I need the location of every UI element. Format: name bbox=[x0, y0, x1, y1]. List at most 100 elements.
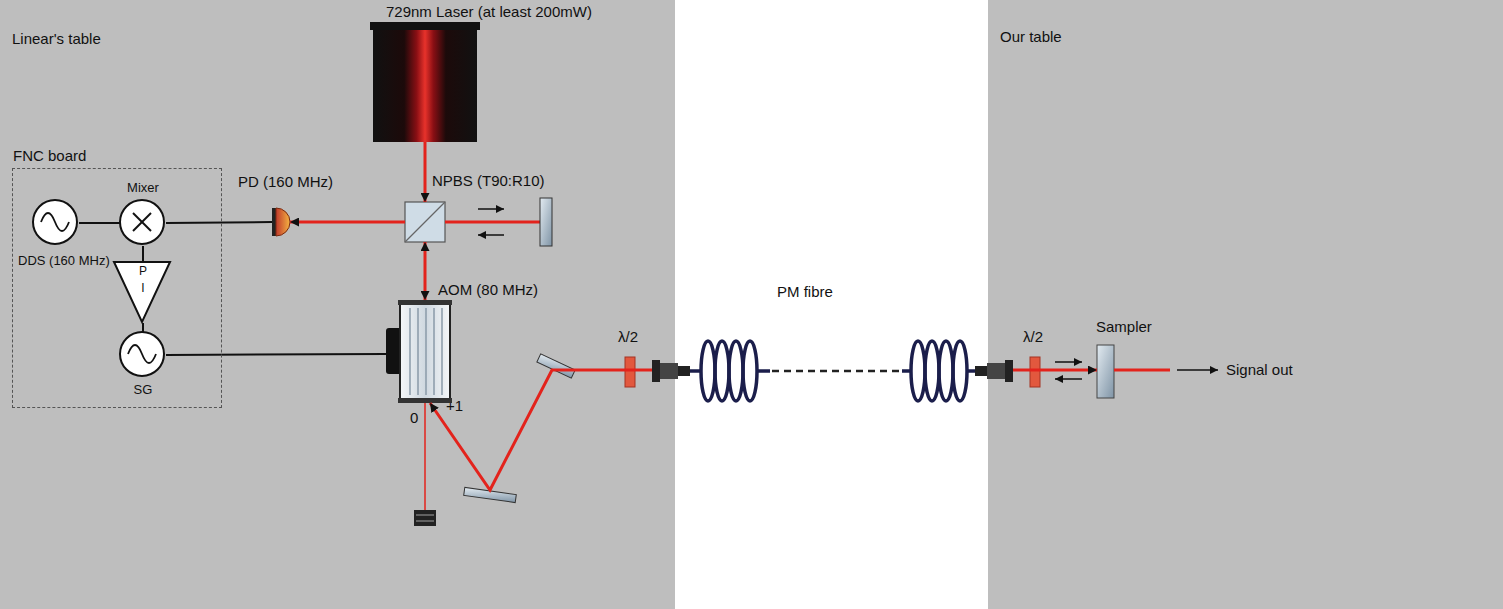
node-label: 729nm Laser (at least 200mW) bbox=[386, 3, 592, 20]
aom-cap bbox=[398, 300, 452, 305]
fibre-line bbox=[967, 369, 975, 373]
sampler-plate bbox=[1097, 345, 1114, 398]
beam-dump bbox=[414, 510, 436, 526]
signal-generator: SG bbox=[120, 332, 166, 378]
beam-dump-stripe bbox=[416, 514, 434, 516]
mirror-symbol bbox=[540, 198, 552, 246]
connector-group bbox=[79, 142, 1097, 490]
output-arrow bbox=[1177, 369, 1218, 371]
aom-stripe bbox=[425, 308, 427, 395]
fibre-coupler bbox=[1005, 360, 1013, 382]
laser-beam bbox=[424, 142, 427, 202]
fibre-coil bbox=[939, 341, 953, 401]
laser-cap bbox=[370, 22, 480, 30]
order-label: +1 bbox=[446, 397, 463, 414]
fibre-coil bbox=[911, 341, 925, 401]
fibre-coupler bbox=[678, 366, 690, 376]
fibre-line bbox=[757, 369, 770, 373]
node-label: PD (160 MHz) bbox=[238, 173, 333, 190]
aom-stripe bbox=[441, 308, 443, 395]
direction-arrow bbox=[1055, 361, 1082, 363]
waveplate-label: λ/2 bbox=[1023, 328, 1043, 345]
aom-stripe bbox=[433, 308, 435, 395]
order-label: 0 bbox=[410, 409, 418, 426]
waveplate-label: λ/2 bbox=[618, 328, 638, 345]
output-label: Signal out bbox=[1226, 361, 1293, 378]
node-label: SG bbox=[134, 383, 153, 398]
aom-stripe bbox=[417, 308, 419, 395]
direction-arrow bbox=[478, 208, 504, 210]
fibre-coupler bbox=[987, 363, 1005, 379]
node-label: DDS (160 MHz) bbox=[18, 254, 110, 269]
rf-mixer: Mixer bbox=[120, 200, 166, 246]
fibre-coil bbox=[729, 341, 743, 401]
laser-source: 729nm Laser (at least 200mW) bbox=[373, 22, 477, 142]
photodiode-back bbox=[272, 208, 276, 236]
waveplate-symbol bbox=[1030, 357, 1040, 387]
rf-wire bbox=[166, 354, 386, 355]
mixer-cross bbox=[133, 213, 151, 231]
node-label: Sampler bbox=[1096, 318, 1152, 335]
acousto-optic-modulator: AOM (80 MHz) bbox=[386, 300, 452, 403]
mixer-cross bbox=[133, 213, 151, 231]
direction-arrow bbox=[478, 234, 504, 236]
mixer-symbol bbox=[120, 200, 164, 244]
node-label: Linear's table bbox=[12, 30, 101, 47]
pi-controller: PI bbox=[115, 263, 171, 323]
laser-beam bbox=[445, 221, 540, 224]
oscillator-symbol bbox=[120, 332, 164, 376]
cube-body bbox=[405, 202, 445, 242]
node-label: NPBS (T90:R10) bbox=[432, 172, 545, 189]
rf-wire bbox=[142, 246, 144, 263]
fibre-coupler bbox=[660, 363, 678, 379]
node-label: Mixer bbox=[127, 181, 159, 196]
table-ground bbox=[988, 0, 1503, 609]
table-ground bbox=[0, 0, 675, 609]
rf-wire bbox=[166, 222, 272, 223]
control-board: FNC boardDDS (160 MHz)MixerPISG bbox=[12, 168, 222, 408]
direction-arrow bbox=[1055, 378, 1082, 380]
node-label: AOM (80 MHz) bbox=[438, 281, 538, 298]
region-panel: Linear's table 729nm Laser (at least 200m… bbox=[0, 0, 675, 609]
region-panel: Our tableSampler bbox=[988, 0, 1503, 609]
laser-beam bbox=[430, 370, 1097, 490]
cube-diagonal bbox=[405, 202, 445, 242]
aom-stripe bbox=[409, 308, 411, 395]
laser-beam bbox=[424, 242, 427, 300]
node-sublabel: I bbox=[141, 282, 144, 296]
fibre-coil bbox=[743, 341, 757, 401]
photodiode: PD (160 MHz) bbox=[272, 208, 290, 236]
aom-cap bbox=[398, 398, 452, 403]
oscillator-symbol bbox=[33, 200, 77, 244]
beam-splitter: NPBS (T90:R10) bbox=[405, 202, 445, 242]
amplifier-triangle bbox=[114, 262, 170, 322]
beam-dump-stripe bbox=[416, 520, 434, 522]
laser-beam bbox=[290, 221, 405, 224]
waveplate-symbol bbox=[625, 357, 635, 387]
sine-symbol bbox=[128, 345, 156, 363]
sine-symbol bbox=[41, 213, 69, 231]
rf-wire bbox=[142, 323, 144, 332]
laser-body bbox=[373, 30, 477, 142]
beam-sampler: Sampler bbox=[1097, 345, 1114, 398]
node-label: P bbox=[139, 265, 147, 279]
node-label: Our table bbox=[1000, 28, 1062, 45]
fibre-coil bbox=[925, 341, 939, 401]
aom-body bbox=[400, 303, 450, 400]
mirror-symbol bbox=[537, 354, 575, 378]
fibre-coil bbox=[701, 341, 715, 401]
photodiode-symbol bbox=[276, 208, 290, 236]
dds-oscillator: DDS (160 MHz) bbox=[33, 200, 79, 246]
laser-beam bbox=[1114, 369, 1170, 372]
fibre-coil bbox=[715, 341, 729, 401]
zero-order-beam bbox=[424, 403, 426, 510]
fibre-coil bbox=[953, 341, 967, 401]
fibre-coupler bbox=[652, 360, 660, 382]
rf-wire bbox=[79, 222, 120, 224]
node-label: FNC board bbox=[13, 147, 86, 164]
fibre-elided bbox=[772, 370, 900, 373]
fibre-label: PM fibre bbox=[777, 283, 833, 300]
